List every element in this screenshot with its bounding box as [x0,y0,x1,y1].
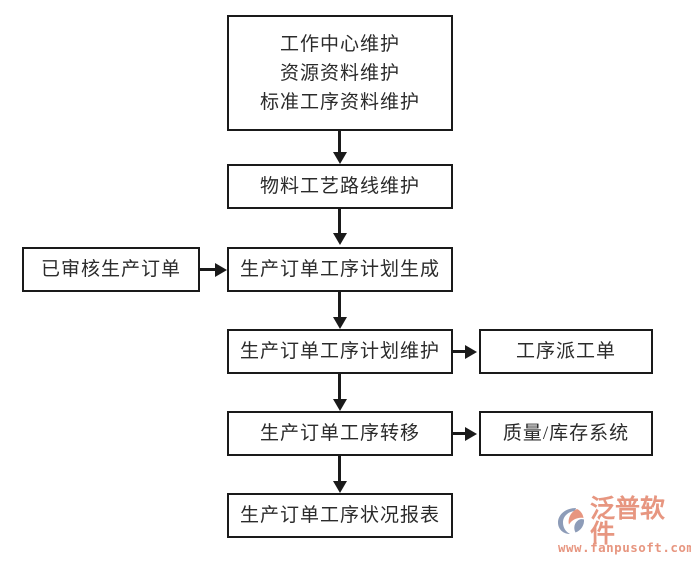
node-master-data[interactable]: 工作中心维护 资源资料维护 标准工序资料维护 [227,15,453,131]
node-operation-transfer[interactable]: 生产订单工序转移 [227,411,453,456]
connector-routing-to-plan-generate [338,209,341,236]
connector-approved-order-to-plan-generate [200,268,218,271]
connector-operation-transfer-to-status-report [338,456,341,484]
connector-plan-maintain-to-operation-transfer [338,374,341,402]
connector-plan-generate-to-plan-maintain [338,292,341,320]
node-plan-generate[interactable]: 生产订单工序计划生成 [227,247,453,292]
arrowhead-operation-transfer-to-quality-inventory [465,426,477,441]
node-plan-maintain[interactable]: 生产订单工序计划维护 [227,329,453,374]
node-status-report[interactable]: 生产订单工序状况报表 [227,493,453,538]
node-routing[interactable]: 物料工艺路线维护 [227,164,453,209]
watermark-logo: 泛普软件 www.fanpusoft.com [556,496,691,558]
arrowhead-master-data-to-routing [332,152,347,164]
node-quality-inventory-label: 质量/库存系统 [502,423,630,444]
connector-operation-transfer-to-quality-inventory [453,432,467,435]
node-routing-label: 物料工艺路线维护 [259,176,420,197]
connector-plan-maintain-to-dispatch-order [453,350,467,353]
fanpu-logo-icon [558,508,585,534]
watermark-url-text: www.fanpusoft.com [558,540,691,555]
connector-master-data-to-routing [338,131,341,155]
node-plan-maintain-label: 生产订单工序计划维护 [239,341,440,362]
node-quality-inventory[interactable]: 质量/库存系统 [479,411,653,456]
node-approved-order[interactable]: 已审核生产订单 [22,247,200,292]
node-master-data-line-1: 工作中心维护 [279,33,400,55]
node-approved-order-label: 已审核生产订单 [40,259,181,280]
watermark-brand-text: 泛普软件 [590,494,666,548]
node-plan-generate-label: 生产订单工序计划生成 [239,259,440,280]
node-operation-transfer-label: 生产订单工序转移 [259,423,420,444]
node-status-report-label: 生产订单工序状况报表 [239,505,440,526]
node-dispatch-order[interactable]: 工序派工单 [479,329,653,374]
arrowhead-plan-maintain-to-dispatch-order [465,344,477,359]
arrowhead-plan-maintain-to-operation-transfer [332,399,347,411]
node-dispatch-order-label: 工序派工单 [515,341,616,362]
node-master-data-line-2: 资源资料维护 [279,62,400,84]
arrowhead-approved-order-to-plan-generate [215,262,227,277]
arrowhead-operation-transfer-to-status-report [332,481,347,493]
watermark-brand-row: 泛普软件 [556,496,688,546]
arrowhead-routing-to-plan-generate [332,233,347,245]
arrowhead-plan-generate-to-plan-maintain [332,317,347,329]
node-master-data-line-3: 标准工序资料维护 [259,91,420,113]
